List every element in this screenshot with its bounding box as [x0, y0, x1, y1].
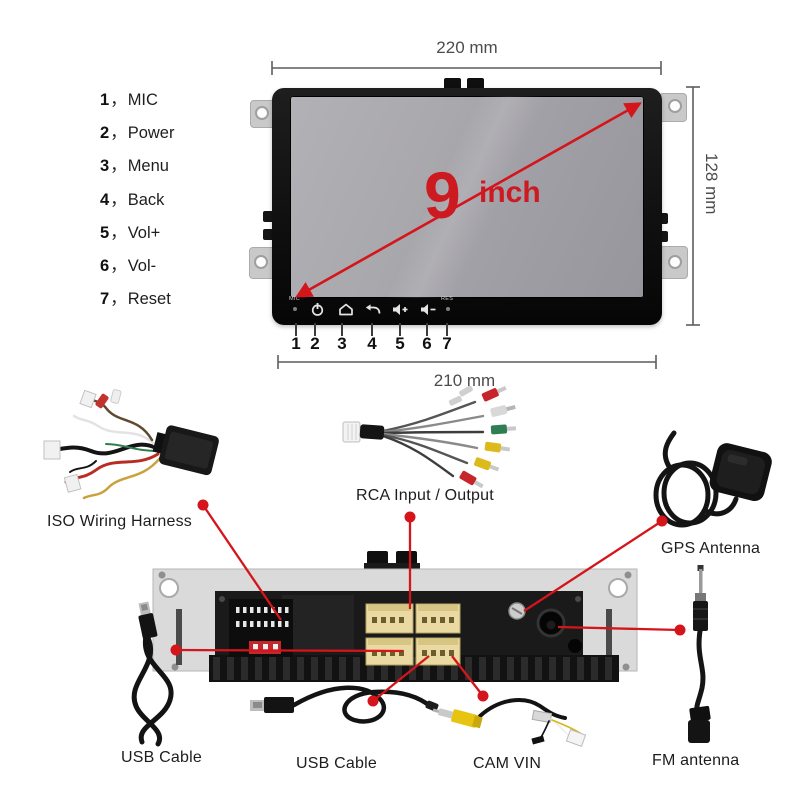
feature-item: 6，Vol-: [100, 256, 157, 275]
rca-cable-image: [342, 386, 517, 489]
button-number: 7: [442, 334, 452, 353]
button-number: 3: [337, 334, 347, 353]
power-icon: [311, 303, 324, 316]
feature-item: 5，Vol+: [100, 223, 161, 242]
rca-yellow-plug: [432, 708, 483, 729]
callout-tick: [295, 323, 297, 336]
touchscreen: [290, 96, 644, 298]
feature-item: 1，MIC: [100, 91, 158, 109]
usb-cable-left-image: [131, 601, 174, 747]
button-number: 6: [422, 334, 432, 353]
top-tab: [444, 78, 461, 91]
iso-socket: [229, 599, 293, 657]
iso-connector: [152, 425, 219, 476]
dimension-top-label: 220 mm: [436, 38, 498, 57]
gps-antenna-label: GPS Antenna: [661, 540, 761, 557]
reset-hole-icon: RES: [441, 296, 457, 315]
screen-size-number: 9: [424, 158, 461, 232]
mic-hole-icon: MIC: [289, 296, 305, 315]
feature-item: 3，Menu: [100, 157, 169, 176]
dimension-bottom-label: 210 mm: [433, 371, 496, 390]
callout-tick: [399, 323, 401, 336]
feature-list: 1，MIC 2，Power 3，Menu 4，Back 5，Vol+ 6，Vol…: [100, 86, 174, 318]
cam-vin-label: CAM VIN: [473, 755, 542, 772]
callout-tick: [446, 323, 448, 336]
callout-tick: [341, 323, 343, 336]
side-nub: [657, 231, 668, 242]
mount-tab: [659, 246, 688, 279]
cam-vin-image: [432, 698, 587, 748]
bracket-hole: [159, 578, 179, 598]
top-tab: [467, 78, 484, 91]
mount-hole: [255, 106, 269, 120]
rca-label: RCA Input / Output: [356, 487, 494, 504]
feature-item: 2，Power: [100, 124, 175, 143]
side-nub: [657, 213, 668, 224]
side-nub: [263, 229, 275, 240]
mount-tab: [659, 93, 687, 122]
gps-antenna-image: [653, 430, 772, 528]
rca-plugs: [459, 386, 517, 489]
button-number: 4: [367, 334, 377, 353]
callout-tick: [371, 323, 373, 336]
mount-hole: [254, 255, 268, 269]
mount-hole: [668, 99, 682, 113]
callout-tick: [426, 323, 428, 336]
side-nub: [263, 211, 275, 222]
feature-item: 4，Back: [100, 190, 165, 209]
feature-item: 7，Reset: [100, 290, 171, 309]
usb-cable-center-label: USB Cable: [296, 755, 377, 772]
screen-size-unit: inch: [479, 176, 541, 209]
fm-antenna-label: FM antenna: [652, 752, 740, 769]
dimension-right-label: 128 mm: [702, 153, 721, 215]
usb-cable-left-label: USB Cable: [121, 749, 202, 766]
volume-up-icon: [393, 304, 408, 315]
button-number: 1: [291, 334, 301, 353]
button-number: 5: [395, 334, 405, 353]
callout-tick: [314, 323, 316, 336]
back-icon: [365, 304, 381, 314]
mount-hole: [668, 255, 682, 269]
button-number: 2: [310, 334, 320, 353]
bracket-hole: [608, 578, 628, 598]
home-icon: [339, 303, 353, 316]
iso-harness-label: ISO Wiring Harness: [47, 513, 192, 530]
fm-antenna-image: [688, 565, 711, 743]
usb-cable-center-image: [250, 685, 439, 724]
iso-harness-image: [43, 389, 219, 500]
gps-puck: [709, 443, 772, 501]
volume-down-icon: [421, 304, 436, 315]
